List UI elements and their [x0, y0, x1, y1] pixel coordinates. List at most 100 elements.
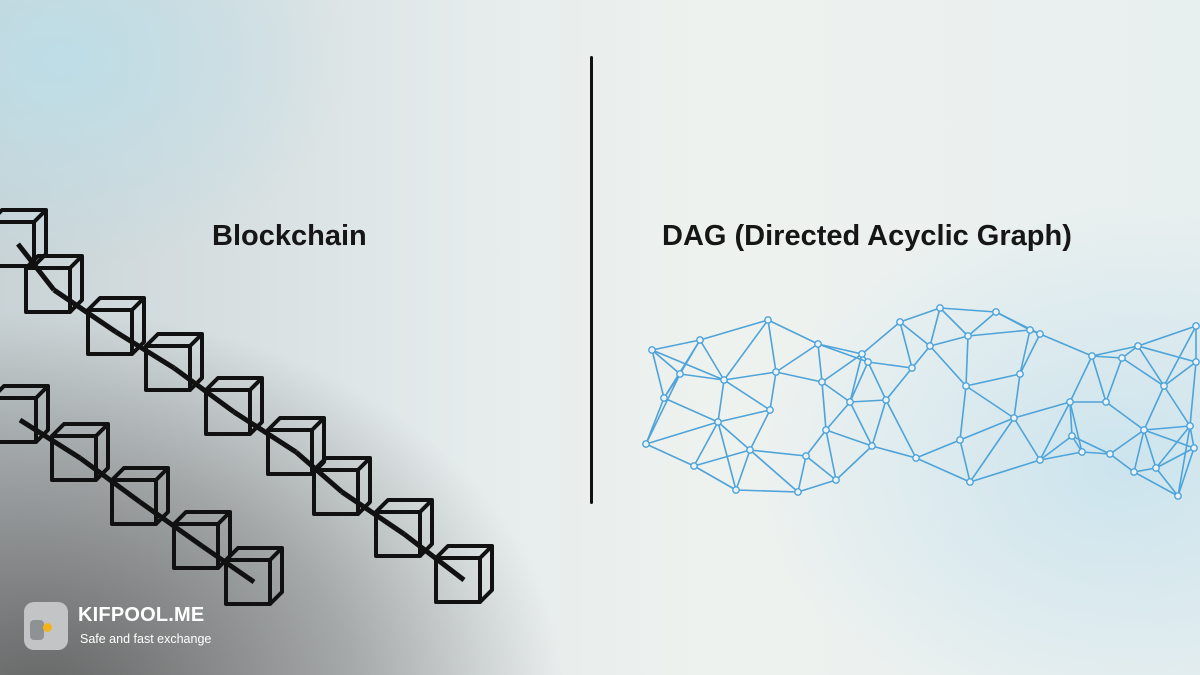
dag-edge: [967, 311, 997, 337]
dag-edge: [899, 321, 913, 369]
dag-edge: [717, 421, 737, 491]
dag-edge: [1105, 401, 1145, 431]
dag-edge: [679, 373, 725, 381]
dag-node: [1078, 448, 1086, 456]
dag-node: [660, 394, 668, 402]
dag-node: [1130, 468, 1138, 476]
dag-edge: [1091, 345, 1139, 357]
dag-edge: [821, 381, 827, 431]
dag-edge: [749, 449, 807, 457]
dag-edge: [825, 429, 837, 481]
dag-node: [832, 476, 840, 484]
dag-edge: [915, 457, 971, 483]
dag-node: [1068, 432, 1076, 440]
kifpool-logo-icon: [24, 602, 68, 650]
blockchain-heading: Blockchain: [212, 220, 367, 252]
dag-edge: [1137, 345, 1165, 387]
dag-edge: [929, 335, 969, 347]
dag-edge: [717, 421, 751, 451]
dag-edge: [861, 321, 901, 355]
divider: [590, 56, 593, 504]
dag-heading: DAG (Directed Acyclic Graph): [662, 220, 1072, 252]
dag-node: [1088, 352, 1096, 360]
dag-node: [1192, 358, 1200, 366]
dag-node: [992, 308, 1000, 316]
dag-edge: [723, 319, 769, 381]
dag-edge: [1177, 425, 1191, 497]
dag-edge: [911, 345, 931, 369]
dag-node: [1152, 464, 1160, 472]
dag-node: [648, 346, 656, 354]
dag-node: [1134, 342, 1142, 350]
dag-edge: [1039, 435, 1073, 461]
dag-node: [1160, 382, 1168, 390]
dag-edge: [797, 479, 837, 493]
chain-link: [402, 532, 466, 582]
dag-edge: [835, 445, 873, 481]
dag-edge: [1091, 355, 1123, 359]
block-cube-icon: [374, 498, 434, 558]
dag-node: [912, 454, 920, 462]
dag-edge: [805, 429, 827, 457]
block-cube-icon: [312, 456, 372, 516]
dag-edge: [1163, 385, 1191, 427]
dag-edge: [797, 455, 807, 493]
dag-edge: [1163, 325, 1197, 387]
dag-node: [1190, 444, 1198, 452]
dag-edge: [1069, 355, 1093, 403]
block-cube-icon: [86, 296, 146, 356]
dag-node: [642, 440, 650, 448]
dag-node: [846, 398, 854, 406]
dag-edge: [651, 349, 681, 375]
dag-edge: [1071, 435, 1111, 455]
dag-node: [1186, 422, 1194, 430]
dag-node: [1174, 492, 1182, 500]
dag-edge: [699, 339, 725, 381]
dag-edge: [1039, 333, 1093, 357]
dag-node: [936, 304, 944, 312]
dag-node: [696, 336, 704, 344]
dag-edge: [867, 361, 913, 369]
dag-edge: [1091, 355, 1107, 403]
dag-edge: [929, 307, 941, 347]
dag-edge: [735, 449, 751, 491]
dag-edge: [1109, 453, 1135, 473]
block-cube-icon: [24, 254, 84, 314]
dag-node: [926, 342, 934, 350]
dag-node: [1118, 354, 1126, 362]
dag-edge: [651, 339, 701, 351]
dag-edge: [1069, 401, 1073, 437]
brand-tagline: Safe and fast exchange: [80, 632, 212, 646]
dag-edge: [849, 399, 887, 403]
dag-edge: [849, 353, 863, 403]
brand-watermark: KIFPOOL.ME Safe and fast exchange: [24, 602, 244, 654]
dag-node: [814, 340, 822, 348]
dag-edge: [899, 307, 941, 323]
dag-edge: [959, 439, 971, 483]
dag-node: [966, 478, 974, 486]
dag-node: [794, 488, 802, 496]
dag-node: [1026, 326, 1034, 334]
dag-node: [1066, 398, 1074, 406]
dag-node: [822, 426, 830, 434]
dag-edge: [693, 449, 751, 467]
dag-node: [766, 406, 774, 414]
dag-edge: [1133, 429, 1145, 473]
dag-node: [1016, 370, 1024, 378]
dag-node: [1106, 450, 1114, 458]
dag-edge: [717, 379, 725, 423]
dag-edge: [767, 319, 819, 345]
dag-edge: [1163, 361, 1197, 387]
block-cube-icon: [144, 332, 204, 392]
dag-edge: [723, 379, 771, 411]
dag-edge: [1155, 447, 1195, 469]
dag-edge: [1109, 429, 1145, 455]
dag-node: [772, 368, 780, 376]
dag-node: [1036, 330, 1044, 338]
dag-edge: [1013, 401, 1071, 419]
dag-edge: [749, 409, 771, 451]
dag-edge: [749, 449, 799, 493]
dag-node: [1140, 426, 1148, 434]
dag-node: [720, 376, 728, 384]
